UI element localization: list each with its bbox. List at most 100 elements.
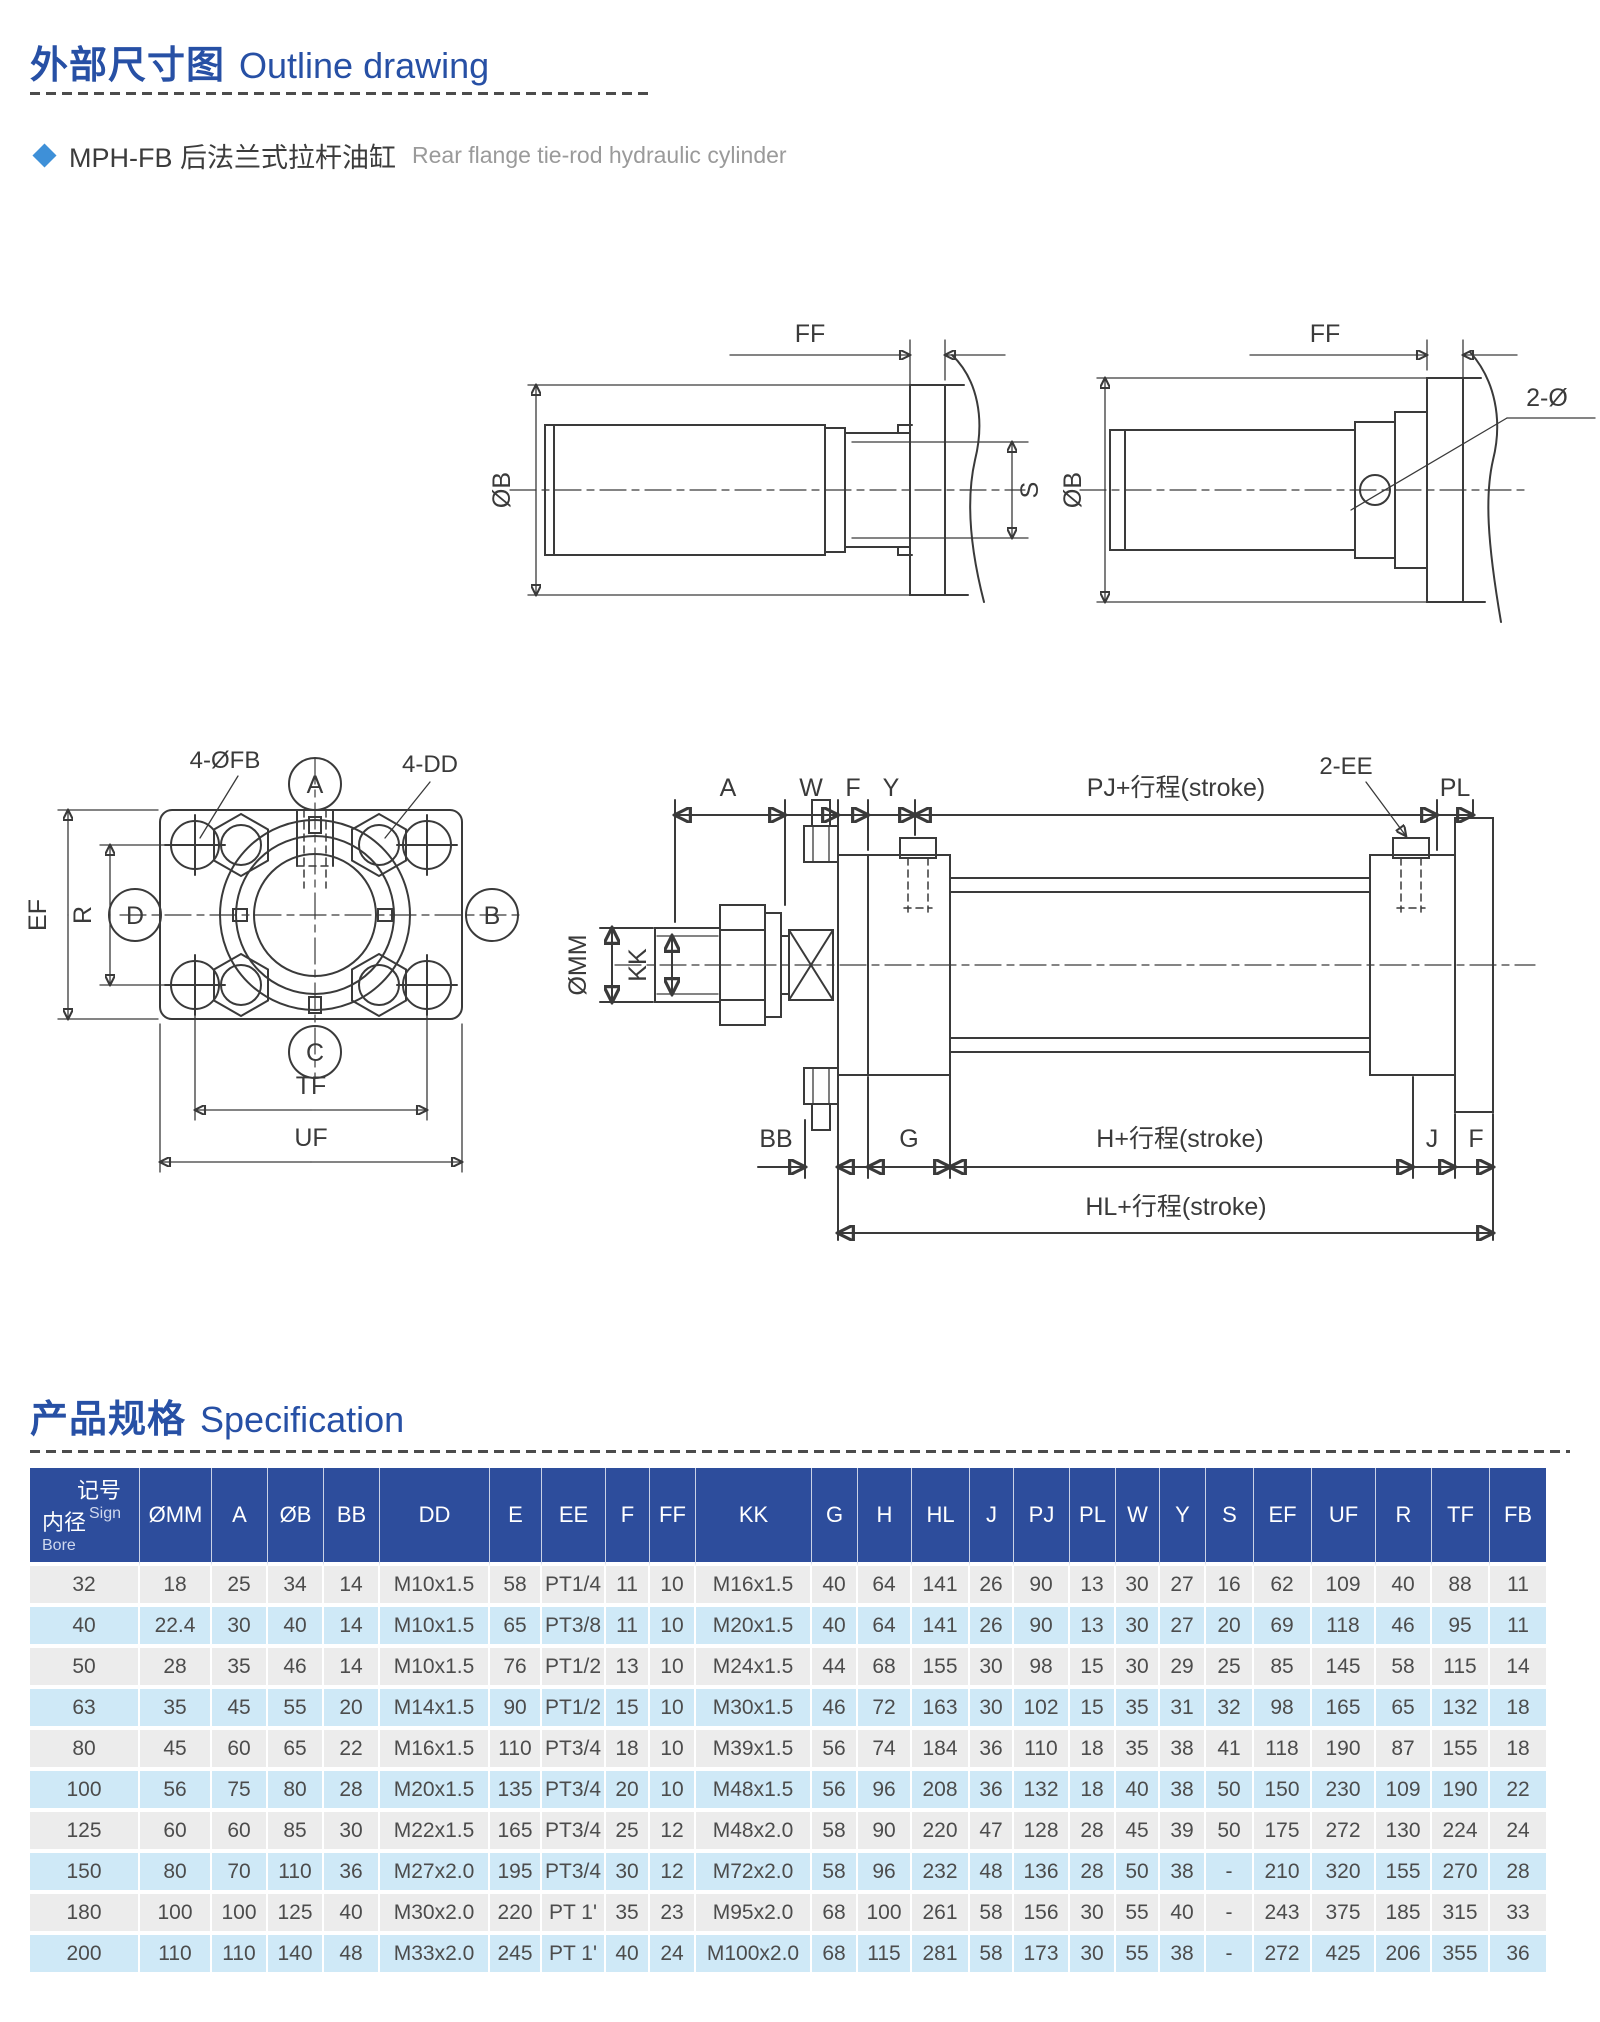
spec-cell-e: 90 bbox=[490, 1689, 542, 1730]
spec-cell-a: 60 bbox=[212, 1812, 268, 1853]
spec-cell-fb: 28 bbox=[1490, 1853, 1546, 1894]
spec-dash-divider bbox=[30, 1450, 1570, 1453]
column-header-e: E bbox=[490, 1468, 542, 1566]
spec-cell-y: 29 bbox=[1160, 1648, 1206, 1689]
corner-bore-zh: 内径 bbox=[42, 1510, 87, 1535]
spec-cell-kk: M30x1.5 bbox=[696, 1689, 812, 1730]
spec-cell-kk: M72x2.0 bbox=[696, 1853, 812, 1894]
balloon-c: C bbox=[306, 1039, 324, 1067]
spec-cell-h: 115 bbox=[858, 1935, 912, 1976]
spec-cell-ee: PT3/4 bbox=[542, 1771, 606, 1812]
spec-cell-b: 125 bbox=[268, 1894, 324, 1935]
spec-cell-b: 140 bbox=[268, 1935, 324, 1976]
dim-label-y: Y bbox=[883, 774, 900, 802]
spec-cell-h: 96 bbox=[858, 1853, 912, 1894]
spec-cell-j: 58 bbox=[970, 1894, 1014, 1935]
spec-cell-g: 68 bbox=[812, 1894, 858, 1935]
spec-cell-kk: M24x1.5 bbox=[696, 1648, 812, 1689]
column-header-g: G bbox=[812, 1468, 858, 1566]
spec-cell-dd: M10x1.5 bbox=[380, 1648, 490, 1689]
spec-cell-g: 68 bbox=[812, 1935, 858, 1976]
spec-cell-bb: 14 bbox=[324, 1607, 380, 1648]
spec-cell-uf: 320 bbox=[1312, 1853, 1376, 1894]
spec-cell-dd: M33x2.0 bbox=[380, 1935, 490, 1976]
dim-label-ef: EF bbox=[24, 899, 52, 931]
column-header-mm: ØMM bbox=[140, 1468, 212, 1566]
spec-cell-dd: M10x1.5 bbox=[380, 1607, 490, 1648]
spec-cell-mm: 22.4 bbox=[140, 1607, 212, 1648]
spec-cell-r: 87 bbox=[1376, 1730, 1432, 1771]
spec-cell-g: 58 bbox=[812, 1853, 858, 1894]
spec-cell-mm: 60 bbox=[140, 1812, 212, 1853]
spec-cell-pl: 30 bbox=[1070, 1935, 1116, 1976]
spec-cell-hl: 261 bbox=[912, 1894, 970, 1935]
spec-cell-b: 65 bbox=[268, 1730, 324, 1771]
spec-cell-b: 110 bbox=[268, 1853, 324, 1894]
spec-cell-w: 55 bbox=[1116, 1935, 1160, 1976]
spec-cell-fb: 11 bbox=[1490, 1607, 1546, 1648]
dim-label-pj: PJ+行程(stroke) bbox=[1087, 774, 1266, 802]
spec-cell-f: 15 bbox=[606, 1689, 650, 1730]
spec-cell-ff: 12 bbox=[650, 1853, 696, 1894]
spec-cell-h: 100 bbox=[858, 1894, 912, 1935]
corner-sign-en: Sign bbox=[88, 1505, 121, 1522]
spec-cell-ff: 24 bbox=[650, 1935, 696, 1976]
spec-cell-ef: 175 bbox=[1254, 1812, 1312, 1853]
dim-label-2-hole: 2-Ø bbox=[1526, 384, 1568, 412]
spec-cell-pj: 128 bbox=[1014, 1812, 1070, 1853]
spec-cell-pl: 18 bbox=[1070, 1771, 1116, 1812]
spec-cell-mm: 28 bbox=[140, 1648, 212, 1689]
spec-cell-g: 58 bbox=[812, 1812, 858, 1853]
spec-heading-zh: 产品规格 bbox=[30, 1399, 187, 1441]
spec-cell-ff: 10 bbox=[650, 1648, 696, 1689]
column-header-hl: HL bbox=[912, 1468, 970, 1566]
spec-cell-f: 35 bbox=[606, 1894, 650, 1935]
spec-cell-h: 68 bbox=[858, 1648, 912, 1689]
spec-cell-r: 155 bbox=[1376, 1853, 1432, 1894]
spec-cell-hl: 163 bbox=[912, 1689, 970, 1730]
spec-cell-pj: 132 bbox=[1014, 1771, 1070, 1812]
dim-label-ob-left: ØB bbox=[488, 472, 516, 508]
column-header-pj: PJ bbox=[1014, 1468, 1070, 1566]
spec-cell-a: 70 bbox=[212, 1853, 268, 1894]
spec-cell-s: - bbox=[1206, 1894, 1254, 1935]
dim-label-j: J bbox=[1426, 1125, 1439, 1153]
bore-cell: 125 bbox=[30, 1812, 140, 1853]
spec-cell-j: 48 bbox=[970, 1853, 1014, 1894]
dim-label-kk: KK bbox=[624, 948, 652, 982]
spec-cell-j: 47 bbox=[970, 1812, 1014, 1853]
outline-heading-en: Outline drawing bbox=[239, 45, 490, 86]
spec-cell-b: 46 bbox=[268, 1648, 324, 1689]
spec-cell-b: 34 bbox=[268, 1566, 324, 1607]
flange-front-view-drawing: A C D B 4-ØFB 4-DD EF R TF UF bbox=[24, 747, 526, 1173]
spec-cell-tf: 355 bbox=[1432, 1935, 1490, 1976]
column-header-kk: KK bbox=[696, 1468, 812, 1566]
cylinder-side-view-drawing: 2-EE A W F Y PJ+行程(stroke) PL bbox=[564, 753, 1536, 1241]
spec-cell-j: 58 bbox=[970, 1935, 1014, 1976]
dim-label-ob-right: ØB bbox=[1059, 472, 1087, 508]
dim-label-s: S bbox=[1016, 482, 1044, 499]
spec-cell-j: 36 bbox=[970, 1771, 1014, 1812]
balloon-d: D bbox=[126, 902, 144, 930]
spec-cell-e: 220 bbox=[490, 1894, 542, 1935]
spec-cell-a: 25 bbox=[212, 1566, 268, 1607]
dim-label-uf: UF bbox=[294, 1124, 327, 1152]
spec-cell-fb: 18 bbox=[1490, 1730, 1546, 1771]
spec-cell-bb: 40 bbox=[324, 1894, 380, 1935]
column-header-ee: EE bbox=[542, 1468, 606, 1566]
bore-cell: 32 bbox=[30, 1566, 140, 1607]
spec-cell-w: 55 bbox=[1116, 1894, 1160, 1935]
spec-cell-pl: 13 bbox=[1070, 1566, 1116, 1607]
bore-cell: 63 bbox=[30, 1689, 140, 1730]
spec-cell-kk: M48x2.0 bbox=[696, 1812, 812, 1853]
spec-cell-g: 40 bbox=[812, 1607, 858, 1648]
spec-cell-ef: 69 bbox=[1254, 1607, 1312, 1648]
dim-label-a: A bbox=[720, 774, 737, 802]
spec-cell-j: 36 bbox=[970, 1730, 1014, 1771]
spec-cell-w: 30 bbox=[1116, 1607, 1160, 1648]
spec-cell-a: 100 bbox=[212, 1894, 268, 1935]
